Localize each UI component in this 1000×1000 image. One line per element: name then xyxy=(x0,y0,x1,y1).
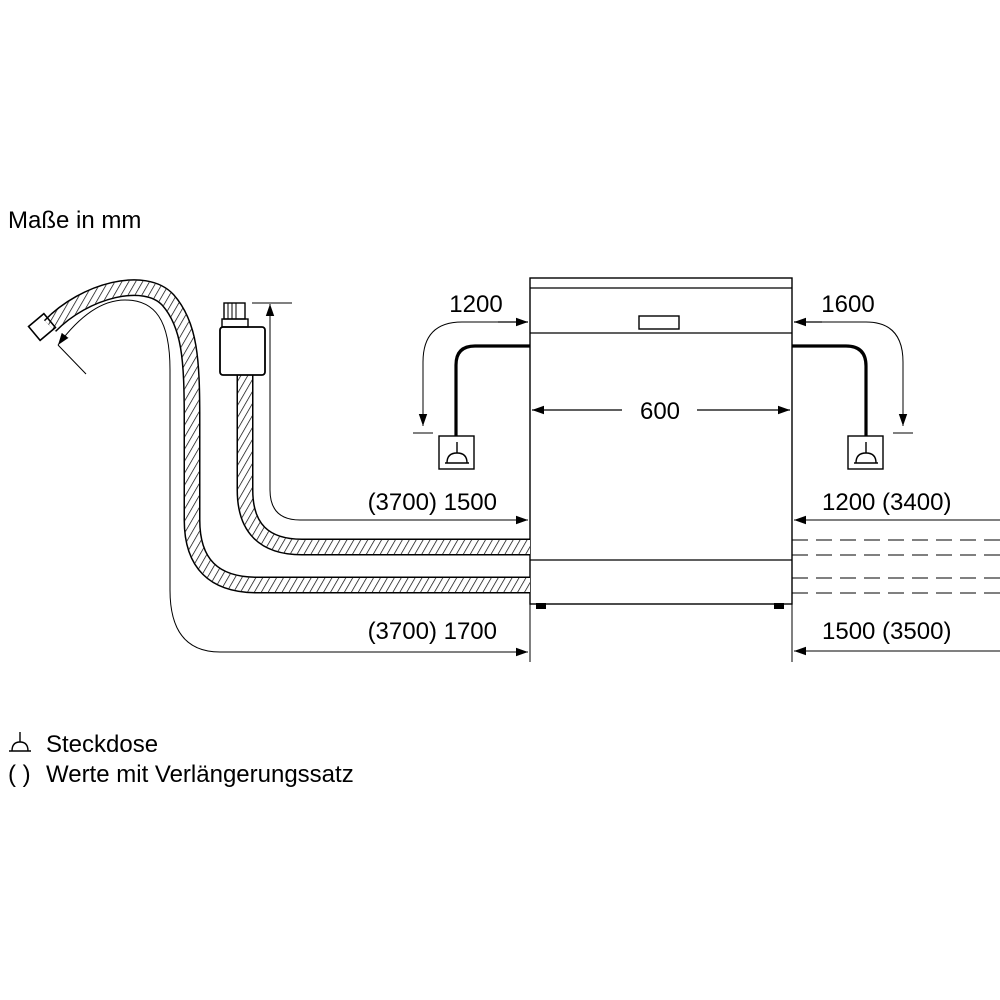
water-tap-icon xyxy=(219,302,266,376)
legend-bracket-symbol: ( ) xyxy=(8,761,31,788)
right-bottom-label: 1500 (3500) xyxy=(822,618,951,645)
legend-bracket-label: Werte mit Verlängerungssatz xyxy=(46,761,354,788)
right-top-label: 1600 xyxy=(821,291,874,318)
left-bottom-label: (3700) 1700 xyxy=(368,618,497,645)
legend-socket-label: Steckdose xyxy=(46,731,158,758)
water-hose-icon xyxy=(236,375,530,556)
right-power-cable xyxy=(792,344,868,436)
title: Maße in mm xyxy=(8,207,141,234)
right-extension-lines xyxy=(792,539,1000,594)
legend-socket-icon xyxy=(9,732,31,752)
control-panel-display xyxy=(638,315,680,330)
left-top-label: 1200 xyxy=(449,291,502,318)
right-mid-dimension: 1200 (3400) xyxy=(794,489,1000,525)
drain-dimension: (3700) 1700 xyxy=(57,299,528,657)
right-bottom-dimension: 1500 (3500) xyxy=(794,618,1000,656)
left-mid-label: (3700) 1500 xyxy=(368,489,497,516)
right-socket-icon xyxy=(847,435,884,470)
right-cable-dimension: 1600 xyxy=(794,291,913,434)
left-socket-icon xyxy=(438,435,475,470)
inlet-dimension: (3700) 1500 xyxy=(252,302,528,525)
right-foot xyxy=(774,603,784,609)
width-label: 600 xyxy=(640,398,680,425)
dishwasher xyxy=(529,277,793,609)
right-mid-label: 1200 (3400) xyxy=(822,489,951,516)
legend: Steckdose ( ) Werte mit Verlängerungssat… xyxy=(8,731,354,788)
left-power-cable xyxy=(454,344,530,436)
left-cable-dimension: 1200 xyxy=(413,291,528,434)
width-dimension: 600 xyxy=(532,398,790,425)
left-foot xyxy=(536,603,546,609)
